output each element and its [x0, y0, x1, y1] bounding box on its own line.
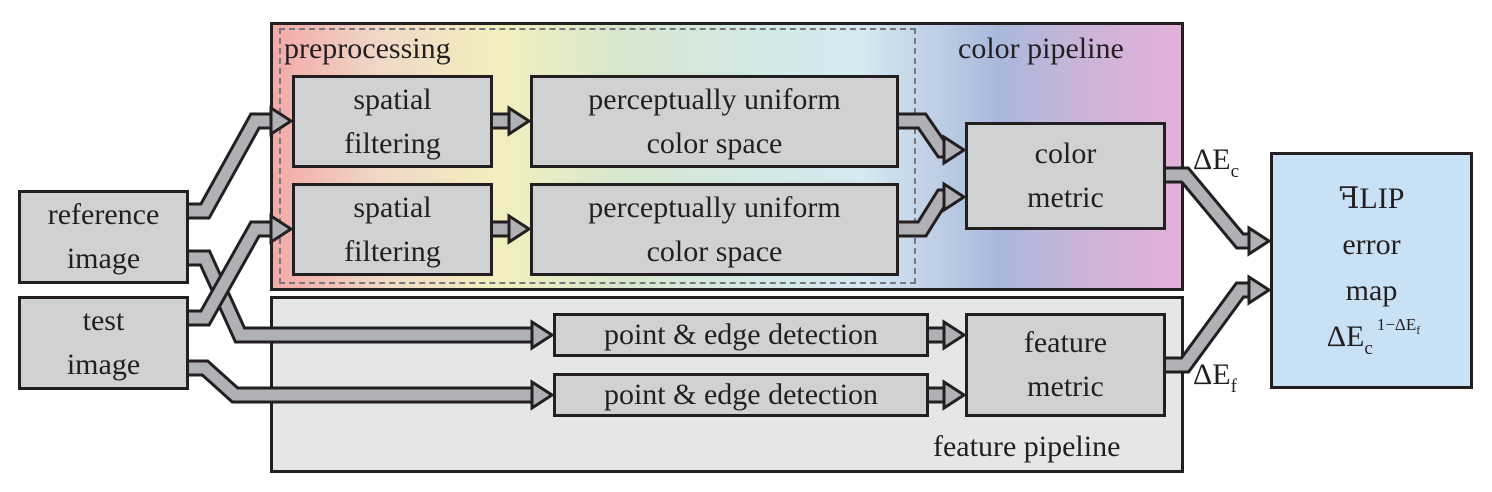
formula-sub: c	[1364, 338, 1373, 359]
node-text: perceptually uniform	[588, 82, 841, 116]
label-base: ΔE	[1193, 358, 1231, 391]
arrow-feature-metric-to-flip	[1163, 274, 1272, 374]
node-text: point & edge detection	[603, 318, 879, 351]
point-edge-detection-node-2: point & edge detection	[553, 373, 929, 417]
node-text: map	[1345, 274, 1398, 307]
color-metric-node: color metric	[965, 122, 1166, 230]
label-sub: f	[1230, 376, 1237, 397]
flip-formula: ΔEc1−ΔEf	[1326, 314, 1420, 365]
arrow-test-to-edge-2	[186, 359, 555, 411]
arrow-shaft	[186, 115, 274, 217]
node-text: filtering	[344, 234, 441, 268]
node-text: point & edge detection	[603, 378, 879, 411]
formula-sup: 1−ΔE	[1376, 315, 1417, 334]
arrow-shaft	[1163, 284, 1252, 371]
test-image-node: test image	[18, 296, 189, 390]
reference-image-node: reference image	[18, 190, 189, 284]
node-text: color space	[646, 234, 783, 268]
node-text: image	[66, 348, 141, 381]
arrow-head	[507, 105, 532, 137]
arrow-edge-2-to-feature-metric	[926, 379, 967, 411]
formula-sup-sub: f	[1416, 323, 1421, 337]
color-pipeline-label: color pipeline	[958, 32, 1124, 65]
arrow-spatial-2-to-perceptual-2	[490, 213, 532, 245]
arrow-shaft	[186, 223, 274, 324]
point-edge-detection-node-1: point & edge detection	[553, 313, 929, 357]
node-text: error	[1342, 228, 1401, 261]
arrow-shaft	[186, 362, 535, 401]
arrow-perceptual-2-to-color-metric	[896, 181, 967, 238]
arrow-head	[507, 213, 532, 245]
perceptual-color-space-node-1: perceptually uniform color space	[530, 75, 899, 168]
formula-base: ΔE	[1326, 320, 1365, 353]
node-text: metric	[1027, 370, 1104, 403]
arrow-head	[530, 379, 555, 411]
arrow-ref-to-spatial-1	[186, 105, 294, 220]
arrow-head	[269, 105, 294, 137]
label-sub: c	[1230, 161, 1240, 182]
arrow-head	[1247, 225, 1272, 257]
node-text: filtering	[344, 126, 441, 160]
preprocessing-label: preprocessing	[284, 32, 451, 65]
arrow-spatial-1-to-perceptual-1	[490, 105, 532, 137]
node-text: test	[82, 304, 125, 337]
delta-e-feature-label: ΔEf	[1193, 358, 1237, 397]
arrow-edge-1-to-feature-metric	[926, 319, 967, 351]
node-text: feature	[1023, 326, 1108, 359]
arrow-head	[942, 134, 967, 166]
arrow-color-metric-to-flip	[1163, 166, 1272, 257]
arrow-head	[530, 319, 555, 351]
arrow-head	[1247, 274, 1272, 306]
feature-pipeline-label: feature pipeline	[933, 430, 1121, 463]
node-text: color	[1034, 137, 1097, 170]
spatial-filtering-node-1: spatial filtering	[292, 75, 493, 168]
preprocessing-region	[279, 28, 916, 284]
arrow-head	[942, 319, 967, 351]
node-text: image	[66, 242, 141, 275]
node-text: metric	[1027, 181, 1104, 214]
delta-e-color-label: ΔEc	[1193, 143, 1240, 182]
flip-title: ꟻLIP	[1338, 182, 1405, 215]
arrow-test-to-spatial-2	[186, 213, 294, 327]
arrow-head	[942, 379, 967, 411]
label-base: ΔE	[1193, 143, 1231, 176]
feature-metric-node: feature metric	[965, 313, 1166, 417]
arrow-head	[942, 181, 967, 213]
node-text: spatial	[353, 190, 432, 224]
node-text: perceptually uniform	[588, 190, 841, 224]
formula-exponent: 1−ΔEf	[1376, 315, 1421, 337]
flip-error-map-node: ꟻLIP error map ΔEc1−ΔEf	[1270, 152, 1473, 389]
node-text: color space	[646, 126, 783, 160]
arrow-shaft	[1163, 169, 1252, 247]
arrow-perceptual-1-to-color-metric	[896, 112, 967, 166]
arrow-head	[269, 213, 294, 245]
node-text: spatial	[353, 82, 432, 116]
node-text: reference	[47, 198, 160, 231]
perceptual-color-space-node-2: perceptually uniform color space	[530, 183, 899, 276]
spatial-filtering-node-2: spatial filtering	[292, 183, 493, 276]
